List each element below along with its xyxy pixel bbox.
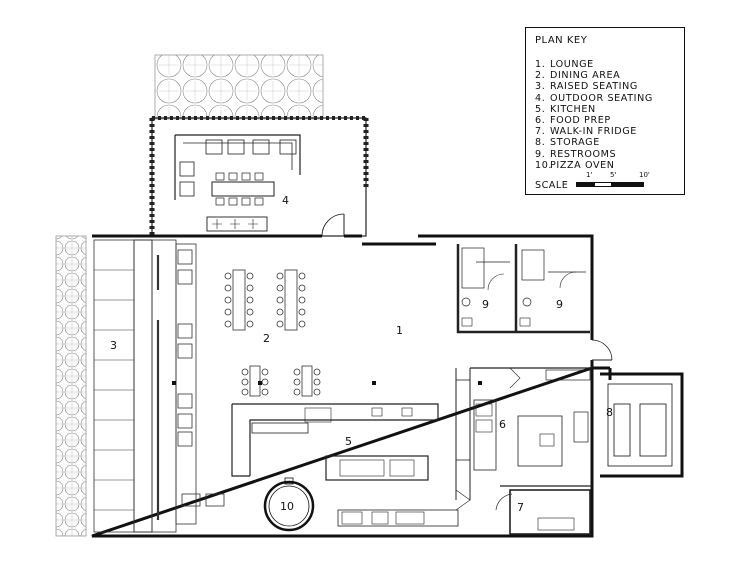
room-label-prep: 6 xyxy=(499,418,506,431)
landscape-planting xyxy=(55,54,324,537)
scale-bar-segment-3 xyxy=(612,182,644,187)
key-item-raised-seating: 3.RAISED SEATING xyxy=(535,81,638,93)
pizza-oven xyxy=(263,477,315,532)
key-item-kitchen: 5.KITCHEN xyxy=(535,103,596,115)
key-item-lounge: 1.LOUNGE xyxy=(535,59,594,70)
room-label-lounge: 1 xyxy=(396,324,403,337)
key-item-dining-area: 2.DINING AREA xyxy=(535,70,621,82)
key-item-restrooms: 9.RESTROOMS xyxy=(535,148,617,160)
scale-tick-10: 10' xyxy=(639,171,650,179)
room-labels: 1 2 3 4 5 6 7 8 9 9 10 xyxy=(110,194,613,514)
scale-bar-segment-2 xyxy=(594,182,612,187)
room-label-storage: 8 xyxy=(606,406,613,419)
structural-columns xyxy=(172,381,482,385)
walk-in-fridge xyxy=(495,489,591,535)
scale-tick-5: 5' xyxy=(610,171,617,179)
room-label-outdoor: 4 xyxy=(282,194,289,207)
scale-bar-segment-1 xyxy=(576,182,594,187)
key-item-storage: 8.STORAGE xyxy=(535,137,600,149)
dining-area xyxy=(175,243,321,525)
room-label-restroom-a: 9 xyxy=(482,298,489,311)
kitchen xyxy=(231,368,471,527)
key-item-pizza-oven: 10.PIZZA OVEN xyxy=(535,159,615,171)
room-label-raised: 3 xyxy=(110,339,117,352)
key-item-food-prep: 6.FOOD PREP xyxy=(535,115,611,127)
room-label-restroom-b: 9 xyxy=(556,298,563,311)
scale-label: SCALE xyxy=(535,180,569,191)
plan-key: PLAN KEY 1.LOUNGE 2.DINING AREA 3.RAISED… xyxy=(525,27,685,195)
plan-key-list: 1.LOUNGE 2.DINING AREA 3.RAISED SEATING … xyxy=(535,59,653,171)
scale-tick-1: 1' xyxy=(586,171,593,179)
storage-annex xyxy=(600,372,684,478)
restrooms xyxy=(456,244,590,334)
key-item-outdoor-seating: 4.OUTDOOR SEATING xyxy=(535,92,653,104)
room-label-fridge: 7 xyxy=(517,501,524,514)
room-label-dining: 2 xyxy=(263,332,270,345)
key-item-walk-in-fridge: 7.WALK-IN FRIDGE xyxy=(535,126,637,138)
room-label-oven: 10 xyxy=(280,500,294,513)
entry-door xyxy=(591,339,613,361)
plan-key-title: PLAN KEY xyxy=(535,35,588,46)
raised-seating xyxy=(93,239,177,533)
exterior-walls xyxy=(91,234,612,538)
food-prep xyxy=(470,367,592,487)
room-label-kitchen: 5 xyxy=(345,435,352,448)
outdoor-seating-area xyxy=(149,116,369,237)
